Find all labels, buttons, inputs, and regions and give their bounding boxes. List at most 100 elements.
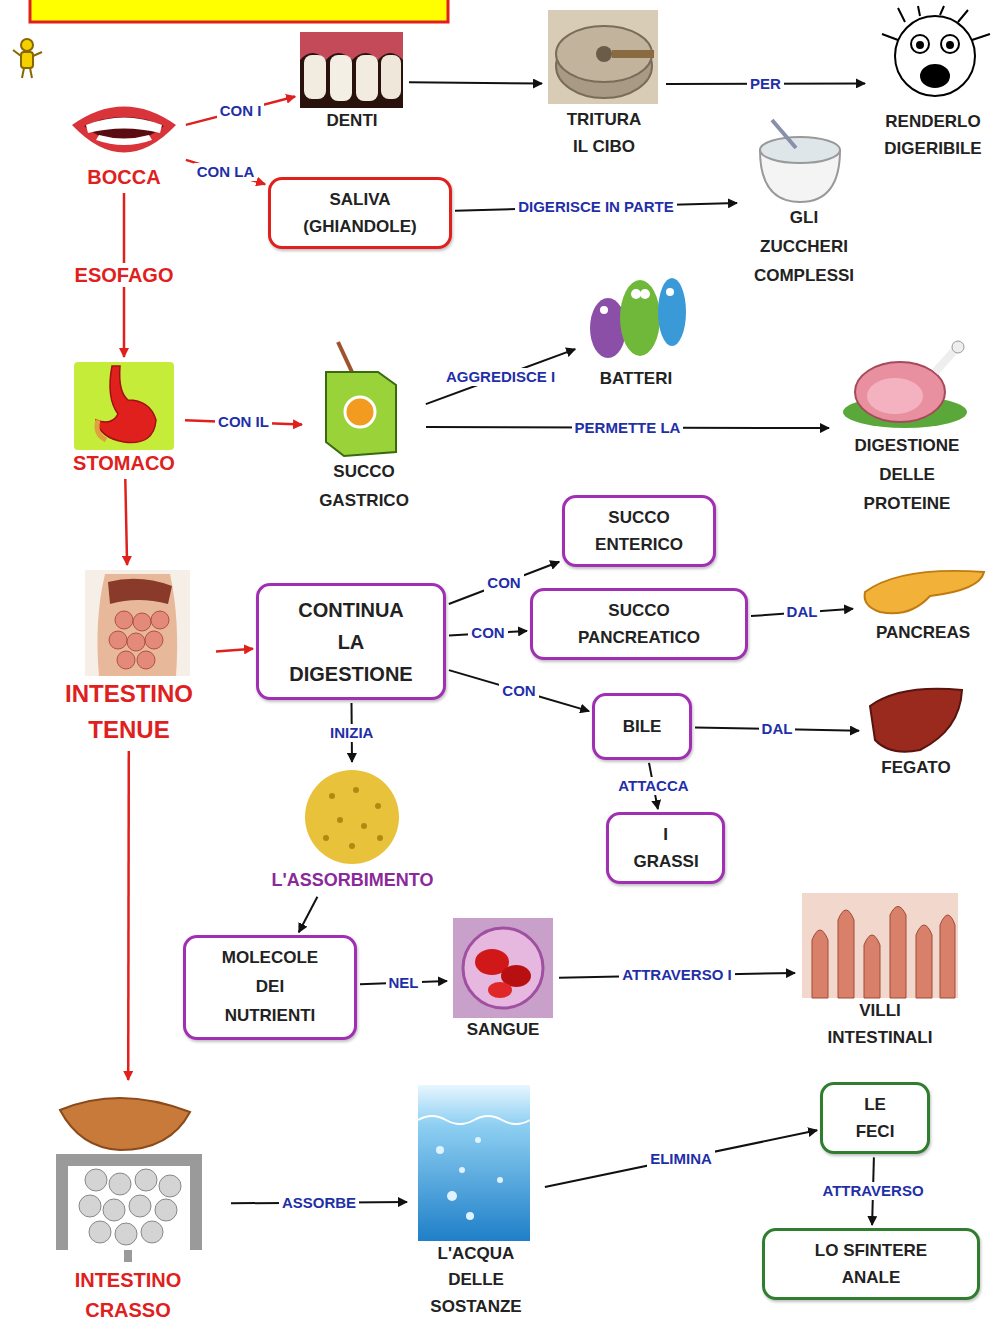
connector-arrow — [186, 97, 295, 125]
mouth-picture — [86, 118, 162, 134]
sponge-picture — [349, 843, 355, 849]
pancreas-picture — [865, 571, 984, 613]
water-picture — [466, 1212, 474, 1220]
node-text: SUCCO GASTRICO — [319, 458, 409, 516]
teeth-picture — [381, 55, 401, 99]
water-picture — [436, 1146, 444, 1154]
image-area — [798, 891, 962, 997]
node-text: SUCCO ENTERICO — [579, 504, 699, 558]
connector-arrow — [545, 1130, 817, 1187]
juice-box-picture — [326, 372, 396, 456]
mascot — [13, 39, 42, 78]
connector-arrow — [299, 897, 318, 933]
stomach-picture — [96, 366, 156, 443]
water-picture — [475, 1137, 481, 1143]
sponge-picture — [377, 835, 383, 841]
stomach-picture — [97, 420, 106, 440]
picture-node: PANCREAS — [856, 562, 990, 646]
small-intestine-picture — [85, 570, 190, 676]
small-intestine-picture — [85, 570, 190, 676]
connector-arrow — [449, 670, 589, 711]
edge-label: PER — [747, 75, 784, 93]
large-intestine-picture — [129, 1195, 151, 1217]
picture-node: SANGUE — [450, 916, 556, 1042]
image-area — [65, 92, 183, 164]
bacteria-picture — [631, 289, 641, 299]
image-area — [450, 916, 556, 1018]
edge-label: CON — [468, 624, 507, 642]
picture-node: INTESTINO CRASSO — [28, 1083, 228, 1325]
edge-label: ASSORBE — [279, 1194, 359, 1212]
picture-node: L'ACQUA DELLE SOSTANZE — [410, 1083, 542, 1320]
node-text: INTESTINO CRASSO — [58, 1265, 198, 1325]
picture-node: VILLI INTESTINALI — [798, 891, 962, 1051]
node-text: SALIVA (GHIANDOLE) — [285, 186, 435, 240]
edge-label: CON — [484, 574, 523, 592]
edge-label: ATTRAVERSO — [819, 1182, 926, 1200]
image-area — [740, 112, 868, 204]
connector-arrow — [186, 160, 265, 184]
edge-label: NEL — [386, 974, 422, 992]
connector-arrow — [426, 349, 575, 404]
edge-label: CON I — [217, 102, 265, 120]
millstone-picture — [548, 10, 658, 104]
edge-label: ESOFAGO — [72, 263, 177, 287]
picture-node: FEGATO — [862, 683, 970, 781]
node-text: TRITURA IL CIBO — [559, 106, 649, 160]
liver-picture — [870, 689, 962, 752]
concept-box: I GRASSI — [606, 812, 725, 884]
ham-picture — [855, 362, 945, 422]
mouth-picture — [84, 117, 164, 142]
picture-node: RENDERLO DIGERIBILE — [868, 4, 998, 162]
water-picture — [497, 1177, 503, 1183]
edge-label: ATTRAVERSO I — [619, 966, 734, 984]
sponge-picture — [361, 823, 367, 829]
bacteria-picture — [590, 298, 626, 358]
scared-face-picture — [911, 35, 929, 53]
sponge-picture — [305, 770, 399, 864]
villi-picture — [802, 893, 958, 998]
node-text: VILLI INTESTINALI — [820, 997, 940, 1051]
mouth-picture — [72, 107, 176, 153]
node-text: SUCCO PANCREATICO — [569, 597, 709, 651]
scared-face-picture — [882, 6, 990, 96]
node-text: FEGATO — [864, 755, 968, 781]
mascot — [13, 50, 21, 56]
node-text: DIGESTIONE DELLE PROTEINE — [847, 432, 967, 519]
small-intestine-picture — [97, 574, 177, 676]
connector-arrow — [409, 82, 542, 83]
bacteria-picture — [666, 288, 674, 296]
picture-node: STOMACO — [66, 360, 182, 476]
concept-box: SALIVA (GHIANDOLE) — [268, 177, 452, 249]
sponge-picture — [375, 803, 381, 809]
millstone-picture — [612, 50, 654, 58]
concept-box: SUCCO ENTERICO — [562, 495, 716, 567]
large-intestine-picture — [60, 1098, 196, 1262]
node-text: LO SFINTERE ANALE — [796, 1237, 946, 1291]
water-picture — [418, 1116, 530, 1124]
scared-face-picture — [921, 65, 949, 87]
scared-face-picture — [882, 6, 990, 40]
scared-face-picture — [947, 42, 953, 48]
juice-box-picture — [345, 397, 375, 427]
node-text: PANCREAS — [860, 620, 986, 646]
node-text: GLI ZUCCHERI COMPLESSI — [749, 204, 859, 291]
water-picture — [418, 1085, 530, 1241]
node-text: DENTI — [302, 108, 402, 134]
picture-node: DENTI — [298, 30, 406, 134]
picture-node: BATTERI — [578, 262, 694, 392]
edge-label: INIZIA — [327, 724, 376, 742]
edge-label: DAL — [784, 603, 821, 621]
blood-picture — [453, 918, 553, 1018]
small-intestine-picture — [133, 613, 151, 631]
small-intestine-picture — [109, 631, 127, 649]
ham-picture — [952, 341, 964, 353]
large-intestine-picture — [62, 1160, 196, 1250]
connector-arrow — [125, 479, 127, 565]
node-text: BILE — [623, 713, 662, 740]
concept-box: CONTINUA LA DIGESTIONE — [256, 583, 446, 700]
water-picture — [447, 1191, 457, 1201]
edge-label: ELIMINA — [647, 1150, 715, 1168]
concept-box: LE FECI — [820, 1082, 930, 1154]
